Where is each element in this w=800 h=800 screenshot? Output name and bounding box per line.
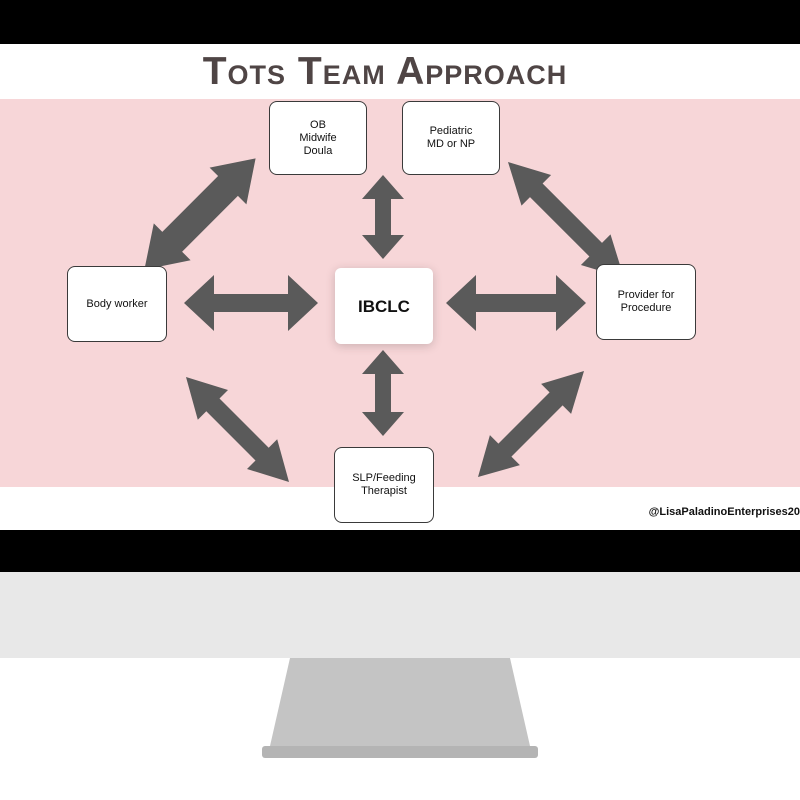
credit-handle: @LisaPaladinoEnterprises20 <box>648 506 800 518</box>
arrow-bodyworker-slp <box>186 377 289 482</box>
arrow-ob-bodyworker <box>144 158 256 270</box>
arrow-ibclc-top <box>362 175 404 259</box>
arrow-ibclc-bottom <box>362 350 404 436</box>
node-slp-feeding-therapist: SLP/Feeding Therapist <box>334 447 434 523</box>
monitor-stand <box>262 658 538 758</box>
arrow-ibclc-provider <box>446 275 586 331</box>
node-body-worker: Body worker <box>67 266 167 342</box>
monitor-bezel-bottom <box>0 530 800 572</box>
monitor-bezel-top <box>0 0 800 44</box>
arrow-bodyworker-ibclc <box>184 275 318 331</box>
connection-arrows <box>144 158 624 482</box>
arrow-pediatric-provider <box>508 162 624 278</box>
node-provider-for-procedure: Provider for Procedure <box>596 264 696 340</box>
node-pediatric: Pediatric MD or NP <box>402 101 500 175</box>
node-ibclc: IBCLC <box>335 268 433 344</box>
arrow-slp-provider <box>478 371 584 477</box>
node-ob-midwife-doula: OB Midwife Doula <box>269 101 367 175</box>
slide-title: Tots Team Approach <box>202 50 568 93</box>
monitor-screen: Tots Team Approach OB Midwife Doula Pedi… <box>0 44 800 530</box>
monitor-chin <box>0 572 800 658</box>
